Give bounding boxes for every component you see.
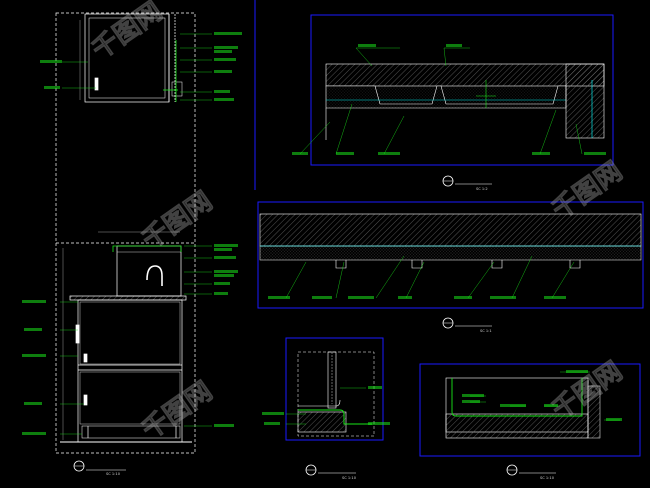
cabinet-leader-labels [22, 32, 242, 435]
cabinet-title: SC 1:10 [73, 460, 126, 476]
long-section-detail: SC 1:1 [257, 201, 644, 333]
watermark-text: 千图网 [137, 186, 218, 255]
countertop [69, 295, 187, 301]
cabinet-leaders [60, 33, 212, 435]
base-detail-scale: SC 1:10 [540, 476, 555, 480]
small-detail: SC 1:10 [262, 337, 390, 480]
long-section-clips [335, 260, 581, 269]
small-detail-frame [285, 337, 384, 441]
base-detail-frame [419, 363, 641, 457]
door-handle [75, 324, 80, 344]
long-section-frame [257, 201, 644, 309]
watermark-text: 千图网 [137, 376, 218, 445]
faucet [146, 265, 163, 281]
long-section-slab [259, 213, 642, 247]
long-section-scale: SC 1:1 [480, 329, 492, 333]
base-detail: SC 1:10 [419, 363, 641, 480]
cabinet-green-edges [112, 40, 182, 252]
top-section-slab [325, 63, 605, 87]
top-section-detail: SC 1:2 [292, 14, 614, 191]
top-section-frame [310, 14, 614, 166]
cabinet-elevation [55, 12, 196, 454]
cabinet-extent-outline [55, 12, 196, 454]
cabinet-scale: SC 1:10 [106, 472, 121, 476]
watermark-text: 千图网 [87, 0, 168, 66]
upper-cabinet-handle [94, 77, 99, 91]
small-detail-scale: SC 1:10 [342, 476, 357, 480]
top-section-scale: SC 1:2 [476, 187, 488, 191]
